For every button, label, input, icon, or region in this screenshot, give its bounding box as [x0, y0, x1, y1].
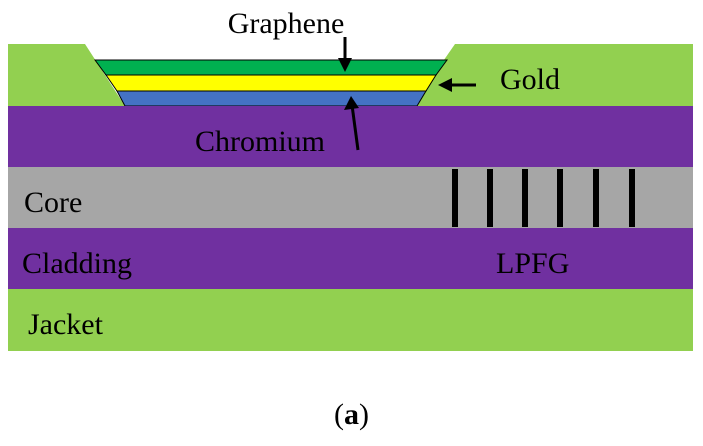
grating-line	[452, 169, 458, 227]
jacket-label: Jacket	[28, 308, 104, 341]
lpfg-grating	[452, 169, 635, 227]
caption-close-paren: )	[359, 398, 369, 431]
gold-arrow-head	[438, 78, 452, 92]
caption-open-paren: (	[334, 398, 344, 431]
chromium-arrow-shaft	[350, 104, 360, 151]
core	[8, 167, 693, 228]
chromium-arrow-head	[344, 96, 359, 110]
gold-layer	[105, 74, 437, 92]
graphene-label: Graphene	[228, 7, 345, 40]
lpfg-label: LPFG	[496, 247, 569, 280]
chromium-layer	[116, 90, 427, 107]
grating-line	[522, 169, 528, 227]
lower-cladding	[8, 228, 693, 289]
arrows	[338, 37, 476, 151]
bottom-jacket	[8, 289, 693, 351]
caption-letter: a	[344, 398, 359, 431]
grating-line	[593, 169, 599, 227]
graphene-arrow-head	[338, 58, 352, 72]
figure-caption: (a)	[0, 398, 703, 432]
grating-line	[629, 169, 635, 227]
top-jacket-left	[8, 44, 125, 106]
upper-cladding	[8, 106, 693, 167]
grating-line	[557, 169, 563, 227]
top-jacket-right	[412, 44, 693, 106]
cladding-label: Cladding	[22, 247, 132, 280]
graphene-layer	[94, 59, 448, 76]
grating-line	[487, 169, 493, 227]
gold-label: Gold	[500, 63, 560, 96]
chromium-label: Chromium	[195, 125, 325, 158]
core-label: Core	[24, 186, 82, 219]
